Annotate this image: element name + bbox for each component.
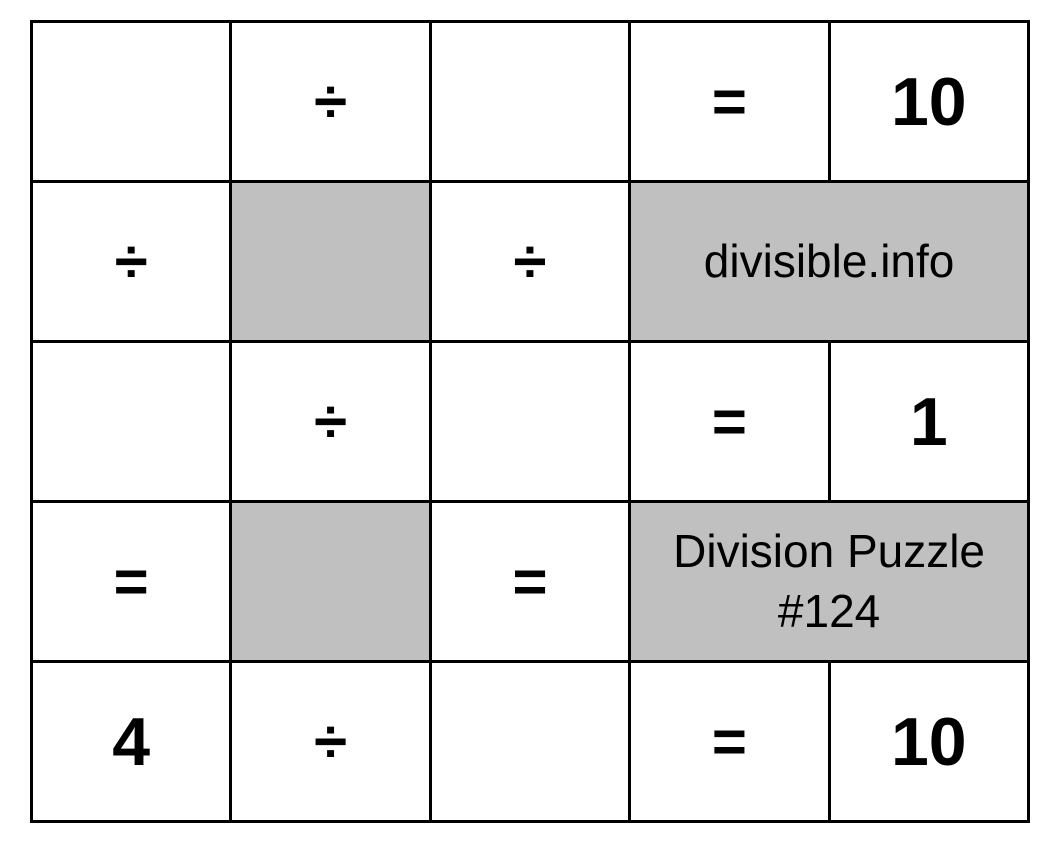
cell-r3c1[interactable] [33, 342, 230, 501]
result-r1: 10 [830, 23, 1027, 180]
cell-r5c3[interactable] [431, 662, 629, 821]
equals-operator-r4c1: = [33, 503, 230, 660]
result-r5: 10 [830, 663, 1027, 820]
cell-r3c3[interactable] [431, 342, 629, 501]
shaded-cell-r4c2 [232, 503, 429, 660]
puzzle-number: #124 [777, 584, 881, 637]
equals-operator-r5c4: = [631, 663, 828, 820]
answer-input-r1c3[interactable] [431, 22, 629, 181]
divide-operator-r2c3: ÷ [431, 183, 629, 340]
puzzle-grid: ÷ = 10 ÷ ÷ divisible.info ÷ = 1 = = Divi… [30, 20, 1030, 823]
answer-input-r3c1[interactable] [33, 342, 230, 501]
equals-operator-r1c4: = [631, 23, 828, 180]
puzzle-title-line1: Division Puzzle [673, 524, 986, 577]
divide-operator-r1c2: ÷ [232, 23, 429, 180]
answer-input-r1c1[interactable] [33, 22, 230, 181]
divide-operator-r2c1: ÷ [33, 183, 230, 340]
result-r3: 1 [830, 343, 1027, 500]
shaded-cell-r2c2 [232, 183, 429, 340]
site-label: divisible.info [631, 183, 1027, 340]
equals-operator-r4c3: = [431, 503, 629, 660]
answer-input-r3c3[interactable] [431, 342, 629, 501]
given-value-r5c1: 4 [33, 663, 230, 820]
cell-r1c3[interactable] [431, 22, 629, 181]
answer-input-r5c3[interactable] [431, 662, 629, 821]
divide-operator-r5c2: ÷ [232, 663, 429, 820]
equals-operator-r3c4: = [631, 343, 828, 500]
divide-operator-r3c2: ÷ [232, 343, 429, 500]
cell-r1c1[interactable] [33, 22, 230, 181]
puzzle-title: Division Puzzle #124 [631, 503, 1027, 660]
